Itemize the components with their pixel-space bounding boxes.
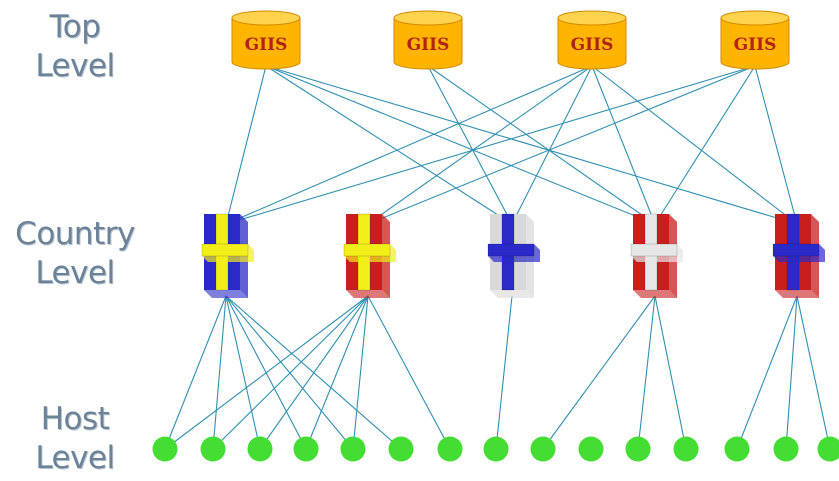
top-level-nodes: GIIS GIIS GIIS GIIS <box>231 10 790 70</box>
host-node <box>673 436 699 462</box>
country-flag-node <box>343 213 396 298</box>
country-flag-node <box>772 213 825 298</box>
link-line <box>225 65 267 225</box>
link-line <box>754 65 798 225</box>
link-line <box>511 65 593 225</box>
giis-label: GIIS <box>571 35 614 55</box>
link-line <box>305 295 369 450</box>
host-level-nodes <box>152 436 839 462</box>
host-node <box>530 436 556 462</box>
link-line <box>225 65 756 225</box>
country-flag-node <box>201 213 254 298</box>
host-node <box>247 436 273 462</box>
giis-node: GIIS <box>720 10 790 70</box>
link-line <box>542 295 656 450</box>
link-line <box>427 65 513 225</box>
link-line <box>225 65 593 225</box>
link-line <box>265 65 656 225</box>
giis-node: GIIS <box>557 10 627 70</box>
country-level-nodes <box>201 213 825 298</box>
link-line <box>637 295 656 450</box>
link-line <box>591 65 656 225</box>
host-node <box>437 436 463 462</box>
link-line <box>212 295 227 450</box>
host-node <box>773 436 799 462</box>
link-line <box>259 295 369 450</box>
link-line <box>654 295 687 450</box>
link-line <box>265 65 513 225</box>
link-line <box>796 295 831 450</box>
connection-lines <box>164 65 831 450</box>
host-node <box>388 436 414 462</box>
host-node <box>340 436 366 462</box>
link-line <box>427 65 656 225</box>
host-node <box>578 436 604 462</box>
link-line <box>367 65 593 225</box>
giis-label: GIIS <box>245 35 288 55</box>
link-line <box>785 295 798 450</box>
giis-label: GIIS <box>734 35 777 55</box>
link-line <box>367 295 451 450</box>
link-line <box>225 295 261 450</box>
host-node <box>483 436 509 462</box>
link-line <box>352 295 369 450</box>
link-line <box>265 65 798 225</box>
giis-node: GIIS <box>393 10 463 70</box>
host-node <box>293 436 319 462</box>
link-line <box>225 295 354 450</box>
host-node <box>200 436 226 462</box>
giis-label: GIIS <box>407 35 450 55</box>
link-line <box>495 295 513 450</box>
link-line <box>164 295 369 450</box>
giis-node: GIIS <box>231 10 301 70</box>
host-node <box>817 436 839 462</box>
link-line <box>212 295 369 450</box>
link-line <box>591 65 798 225</box>
link-line <box>367 65 756 225</box>
host-node <box>152 436 178 462</box>
link-line <box>736 295 798 450</box>
link-line <box>164 295 227 450</box>
country-flag-node <box>630 213 683 298</box>
host-node <box>724 436 750 462</box>
host-node <box>625 436 651 462</box>
link-line <box>654 65 756 225</box>
country-flag-node <box>487 213 540 298</box>
